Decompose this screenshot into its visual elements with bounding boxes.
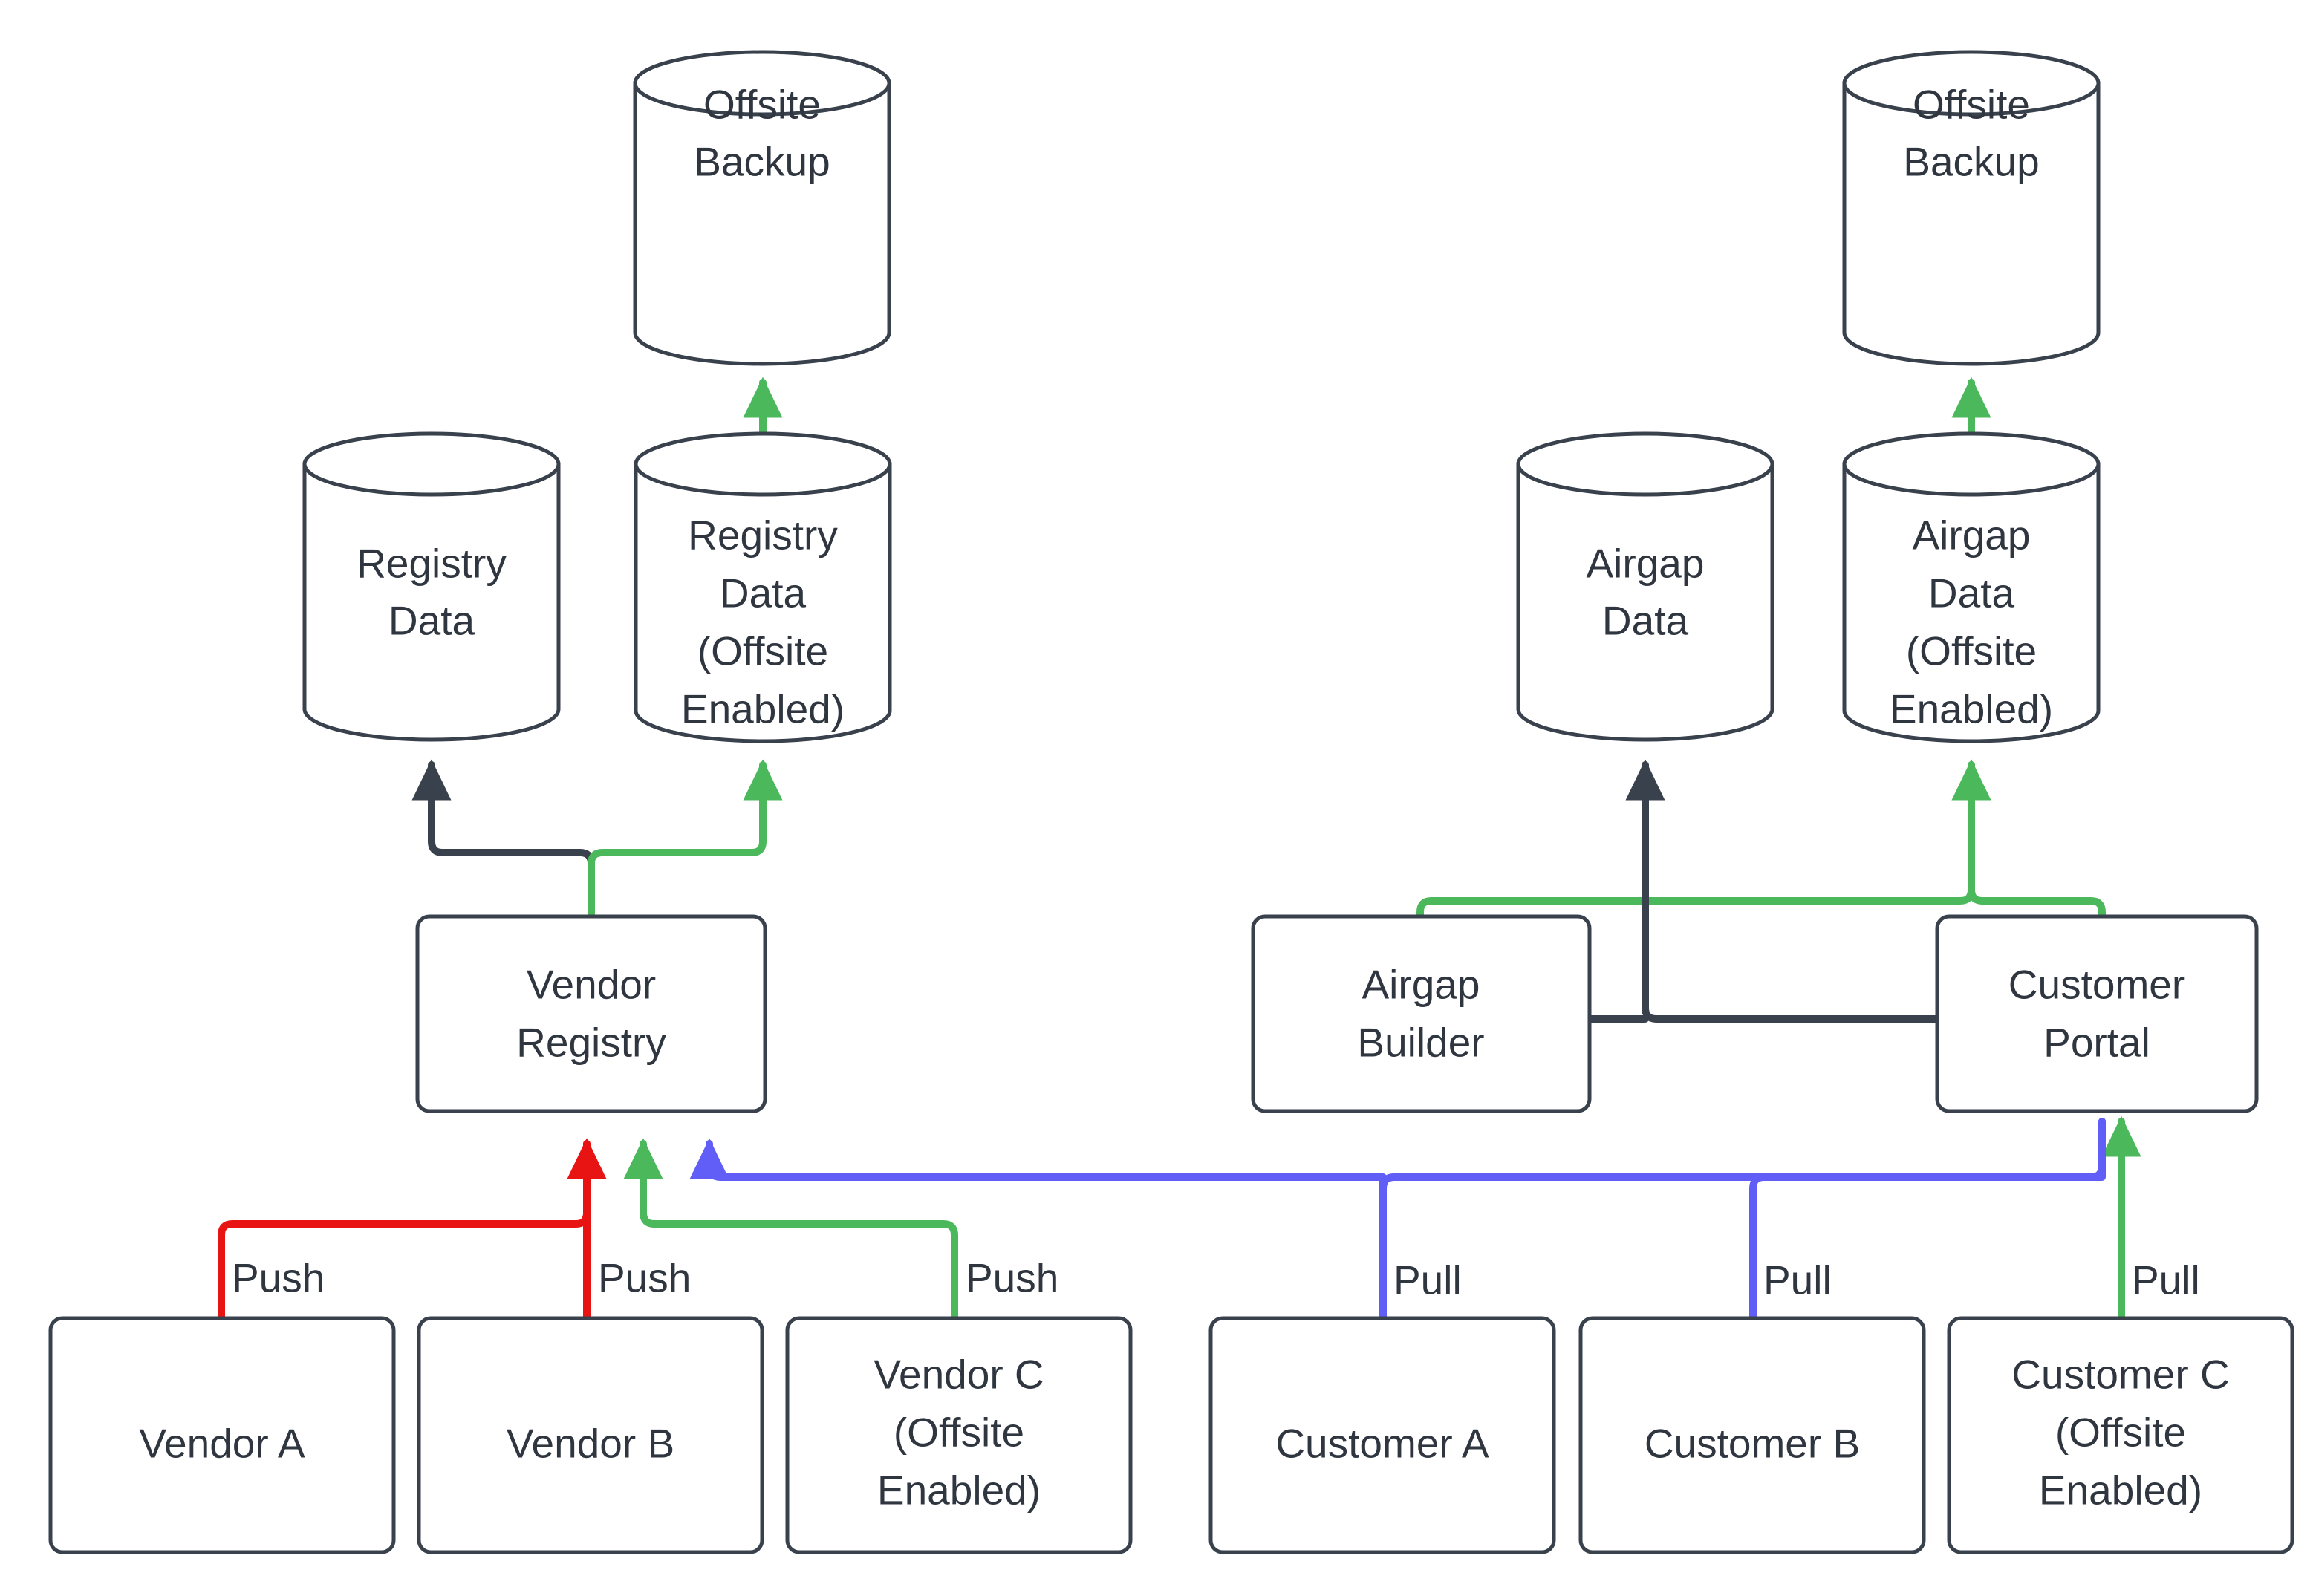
customer-portal-line-1: Customer bbox=[2008, 962, 2185, 1008]
edge-portal-to-vendor-registry bbox=[689, 1118, 2106, 1192]
registry-data-offsite-line-3: (Offsite bbox=[697, 628, 828, 674]
vendor-c-line-3: Enabled) bbox=[877, 1468, 1041, 1514]
node-customer-b[interactable]: Customer B bbox=[1578, 1316, 1926, 1554]
offsite-backup-right-line-2: Backup bbox=[1903, 139, 2039, 185]
offsite-backup-left-line-1: Offsite bbox=[703, 82, 821, 128]
edge-label-push-3: Push bbox=[966, 1255, 1058, 1301]
node-offsite-backup-right[interactable]: Offsite Backup bbox=[1842, 50, 2101, 366]
customer-c-line-3: Enabled) bbox=[2039, 1468, 2202, 1514]
node-airgap-data[interactable]: Airgap Data bbox=[1516, 431, 1774, 742]
edge-registry-to-registry-data bbox=[411, 759, 595, 920]
registry-data-offsite-line-2: Data bbox=[720, 570, 807, 616]
node-offsite-backup-left[interactable]: Offsite Backup bbox=[633, 50, 891, 366]
vendor-registry-line-2: Registry bbox=[516, 1020, 666, 1066]
customer-portal-line-2: Portal bbox=[2043, 1020, 2150, 1066]
vendor-registry-line-1: Vendor bbox=[527, 962, 656, 1008]
vendor-b-label: Vendor B bbox=[507, 1421, 674, 1467]
registry-data-line-1: Registry bbox=[357, 541, 507, 587]
customer-a-label: Customer A bbox=[1275, 1421, 1489, 1467]
airgap-data-offsite-line-1: Airgap bbox=[1913, 512, 2031, 558]
node-customer-portal[interactable]: Customer Portal bbox=[1935, 914, 2259, 1113]
vendor-c-line-1: Vendor C bbox=[874, 1352, 1044, 1398]
node-registry-data-offsite[interactable]: Registry Data (Offsite Enabled) bbox=[634, 431, 892, 743]
customer-b-label: Customer B bbox=[1645, 1421, 1860, 1467]
airgap-data-offsite-line-2: Data bbox=[1928, 570, 2015, 616]
registry-data-line-2: Data bbox=[388, 598, 475, 644]
edge-label-pull-1: Pull bbox=[1393, 1257, 1462, 1303]
airgap-builder-line-2: Builder bbox=[1357, 1020, 1484, 1066]
edge-builder-to-airgap-data-offsite bbox=[1416, 759, 1991, 920]
edge-label-push-2: Push bbox=[598, 1255, 691, 1301]
registry-data-offsite-line-4: Enabled) bbox=[681, 686, 845, 732]
node-vendor-b[interactable]: Vendor B bbox=[417, 1316, 764, 1554]
node-vendor-a[interactable]: Vendor A bbox=[48, 1316, 396, 1554]
edge-customer-a-to-portal bbox=[1379, 1118, 2106, 1322]
offsite-backup-right-line-1: Offsite bbox=[1913, 82, 2030, 128]
registry-data-offsite-line-1: Registry bbox=[688, 512, 838, 558]
vendor-c-line-2: (Offsite bbox=[894, 1410, 1024, 1456]
node-airgap-builder[interactable]: Airgap Builder bbox=[1251, 914, 1592, 1113]
node-airgap-data-offsite[interactable]: Airgap Data (Offsite Enabled) bbox=[1842, 431, 2101, 743]
edge-portal-to-airgap-data bbox=[1625, 759, 1941, 1023]
airgap-builder-line-1: Airgap bbox=[1362, 962, 1480, 1008]
vendor-a-label: Vendor A bbox=[139, 1421, 305, 1467]
offsite-backup-left-line-2: Backup bbox=[694, 139, 830, 185]
edge-vendor-c-to-registry bbox=[623, 1138, 958, 1322]
node-vendor-c[interactable]: Vendor C (Offsite Enabled) bbox=[785, 1316, 1133, 1554]
node-registry-data[interactable]: Registry Data bbox=[302, 431, 561, 742]
edge-label-push-1: Push bbox=[232, 1255, 325, 1301]
edge-portal-to-airgap-data-offsite bbox=[1951, 759, 2106, 920]
airgap-data-offsite-line-4: Enabled) bbox=[1890, 686, 2053, 732]
airgap-data-line-2: Data bbox=[1602, 598, 1689, 644]
airgap-data-line-1: Airgap bbox=[1587, 541, 1705, 587]
node-customer-c[interactable]: Customer C (Offsite Enabled) bbox=[1947, 1316, 2294, 1554]
edge-registry-to-registry-data-offsite bbox=[588, 759, 783, 920]
edge-label-pull-2: Pull bbox=[1763, 1257, 1832, 1303]
node-customer-a[interactable]: Customer A bbox=[1208, 1316, 1556, 1554]
airgap-data-offsite-line-3: (Offsite bbox=[1906, 628, 2037, 674]
edge-label-pull-3: Pull bbox=[2132, 1257, 2200, 1303]
node-vendor-registry[interactable]: Vendor Registry bbox=[415, 914, 767, 1113]
customer-c-line-1: Customer C bbox=[2011, 1352, 2229, 1398]
customer-c-line-2: (Offsite bbox=[2055, 1410, 2186, 1456]
